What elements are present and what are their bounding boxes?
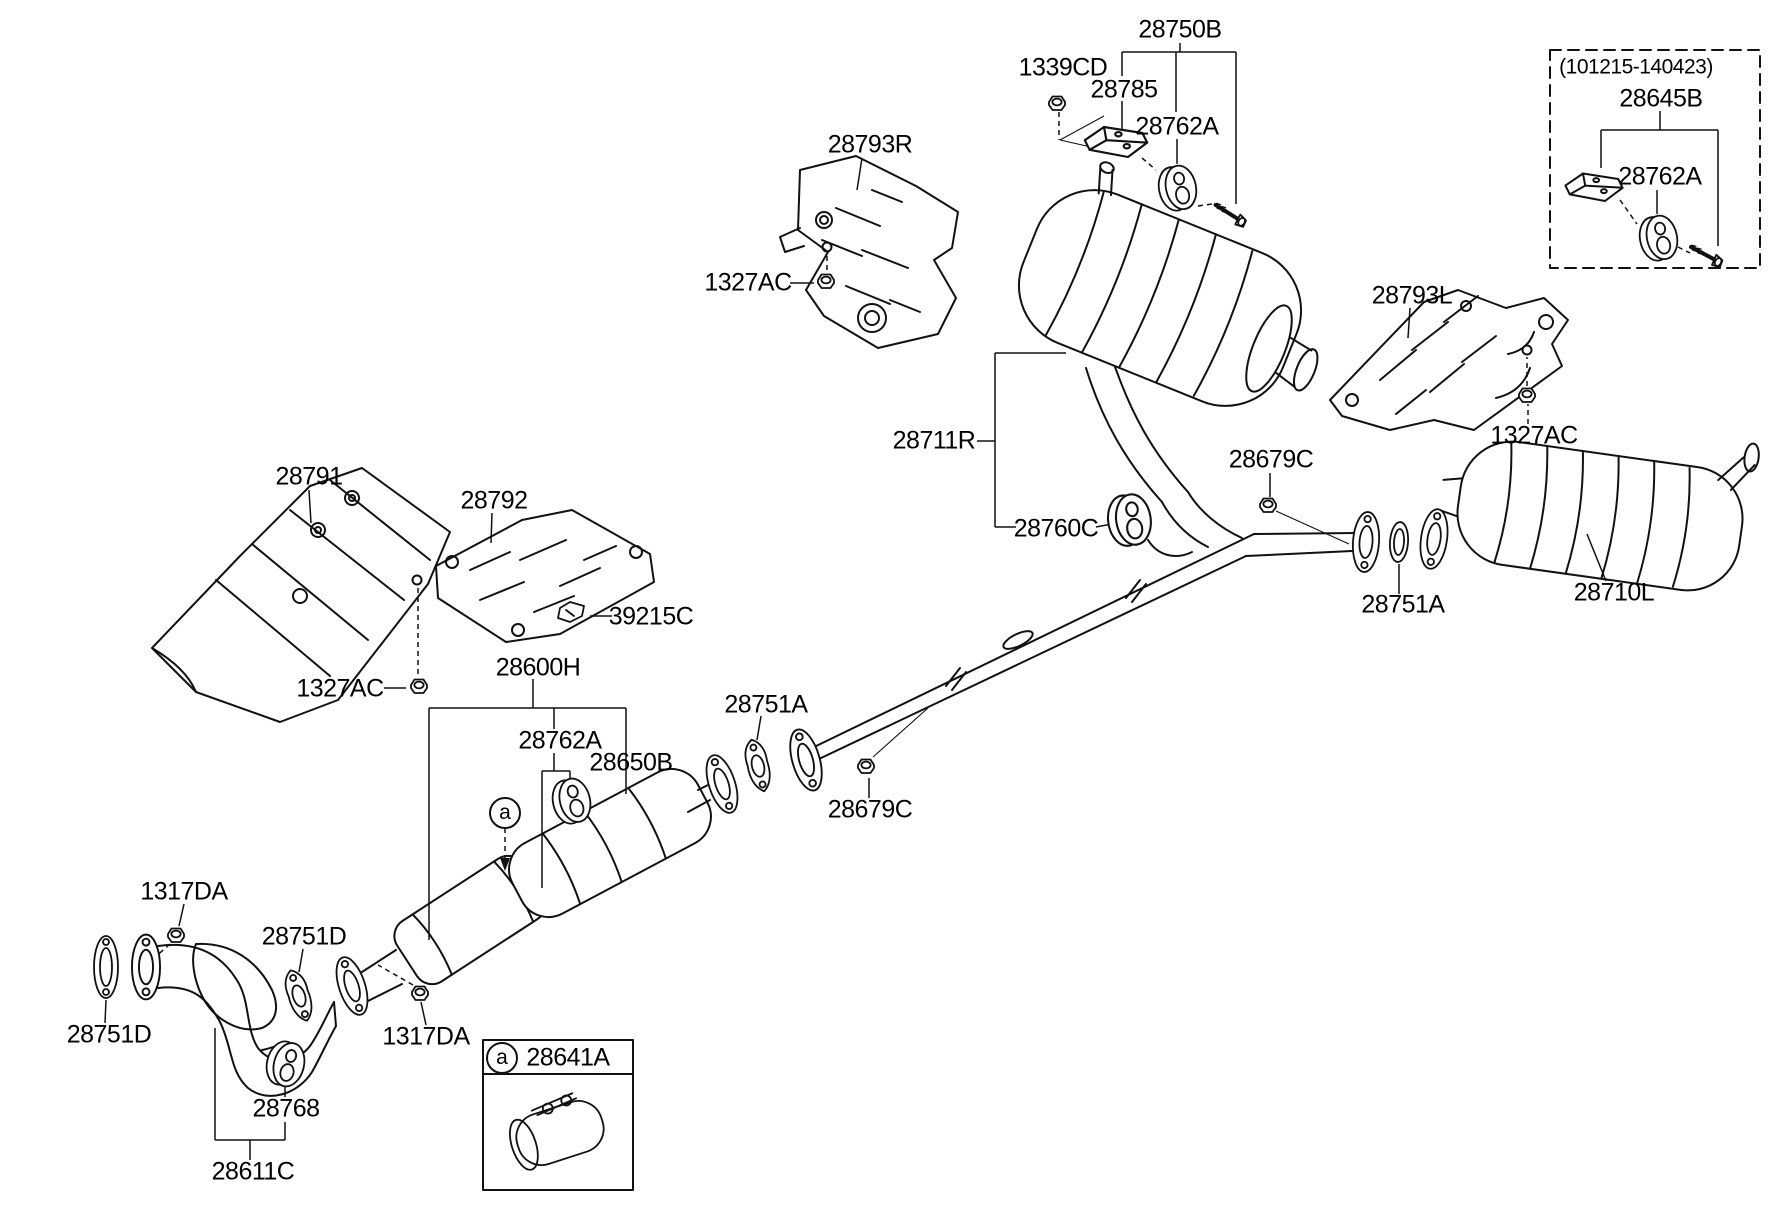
part-label-28792: 28792 <box>460 486 528 515</box>
part-label-28785: 28785 <box>1090 75 1158 104</box>
part-label-28645B: 28645B <box>1619 84 1703 113</box>
callout-a-marker: a <box>489 797 521 829</box>
part-label-28791: 28791 <box>275 462 343 491</box>
part-label-1327AC-2: 1327AC <box>1490 421 1578 450</box>
part-label-28710L: 28710L <box>1573 578 1655 607</box>
part-label-28641A: 28641A <box>526 1043 610 1072</box>
part-label-28711R: 28711R <box>892 426 976 455</box>
part-label-28750B: 28750B <box>1138 15 1222 44</box>
part-label-28679C-2: 28679C <box>827 795 913 824</box>
part-label-1339CD: 1339CD <box>1018 53 1108 82</box>
part-label-28762A-2: 28762A <box>1618 162 1702 191</box>
part-label-28611C: 28611C <box>211 1157 295 1186</box>
part-label-28751A-1: 28751A <box>1361 590 1445 619</box>
part-label-28751A-2: 28751A <box>724 690 808 719</box>
part-label-39215C: 39215C <box>608 602 694 631</box>
part-label-28762A-3: 28762A <box>518 726 602 755</box>
part-label-1327AC-1: 1327AC <box>704 268 792 297</box>
part-label-28760C: 28760C <box>1013 514 1099 543</box>
inset-date-range: (101215-140423) <box>1559 55 1713 79</box>
part-label-28793L: 28793L <box>1371 281 1453 310</box>
part-label-28751D-1: 28751D <box>261 922 347 951</box>
callout-a-inset-marker: a <box>486 1042 518 1074</box>
part-label-28768: 28768 <box>252 1094 320 1123</box>
part-label-28762A-1: 28762A <box>1135 112 1219 141</box>
part-label-28600H: 28600H <box>495 653 581 682</box>
part-label-28793R: 28793R <box>827 130 913 159</box>
part-label-1327AC-3: 1327AC <box>296 674 384 703</box>
part-label-28751D-2: 28751D <box>66 1020 152 1049</box>
part-label-1317DA-2: 1317DA <box>382 1022 470 1051</box>
part-label-1317DA-1: 1317DA <box>140 877 228 906</box>
part-label-28650B: 28650B <box>589 748 673 777</box>
part-label-28679C-1: 28679C <box>1228 445 1314 474</box>
